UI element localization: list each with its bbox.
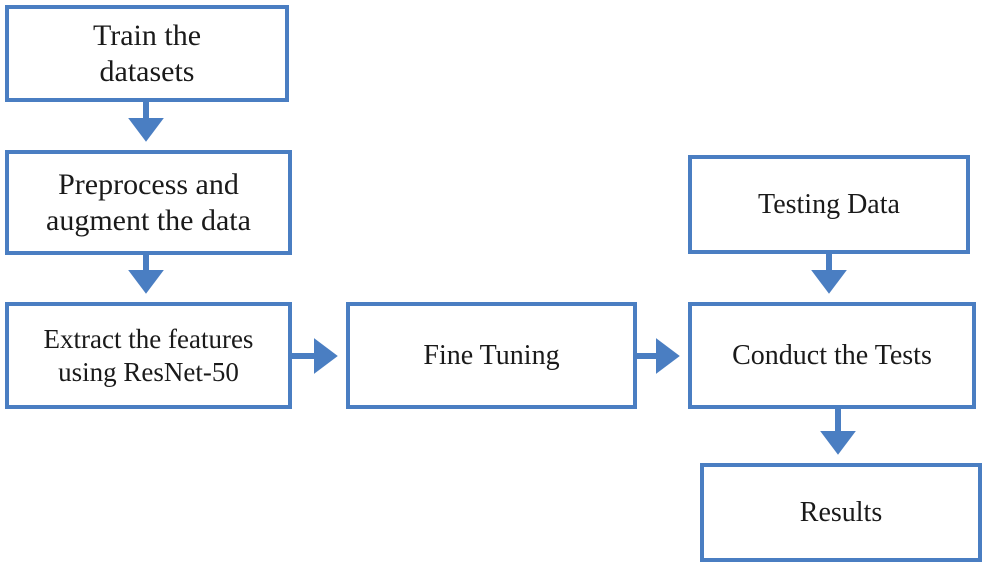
node-testing-data: Testing Data — [688, 155, 970, 254]
node-label: Fine Tuning — [423, 339, 560, 371]
node-label: Preprocess and augment the data — [46, 167, 251, 237]
node-label: Train the datasets — [92, 18, 202, 88]
node-train-datasets: Train the datasets — [5, 5, 289, 102]
node-fine-tuning: Fine Tuning — [346, 302, 637, 409]
node-extract-features: Extract the features using ResNet-50 — [5, 302, 292, 409]
node-preprocess-augment: Preprocess and augment the data — [5, 150, 292, 255]
node-label: Extract the features using ResNet-50 — [43, 324, 254, 387]
node-conduct-tests: Conduct the Tests — [688, 302, 976, 409]
node-results: Results — [700, 463, 982, 562]
node-label: Results — [799, 496, 883, 528]
node-label: Conduct the Tests — [732, 339, 932, 371]
node-label: Testing Data — [758, 188, 900, 220]
